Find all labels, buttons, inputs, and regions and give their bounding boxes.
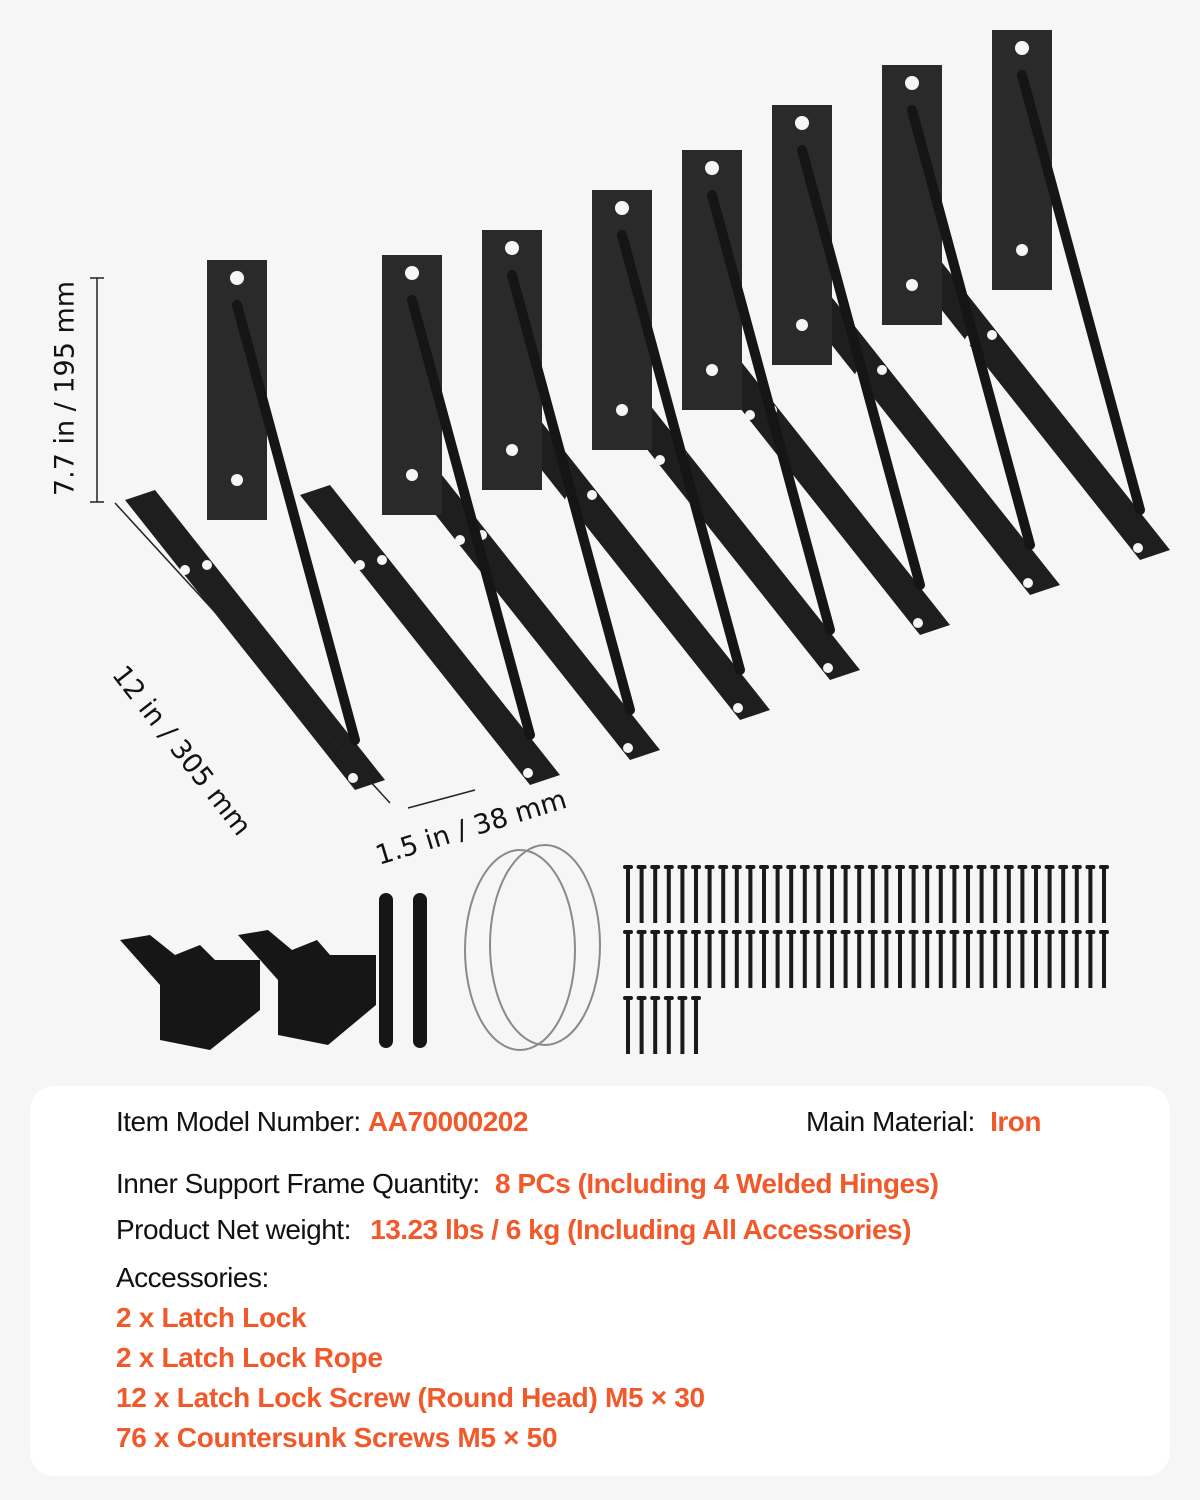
height-dimension-label: 7.7 in / 195 mm — [49, 280, 81, 497]
brackets-illustration — [90, 0, 1200, 1054]
width-dim-line — [407, 789, 476, 809]
weight-row: Product Net weight: 13.23 lbs / 6 kg (In… — [116, 1214, 911, 1246]
material-row: Main Material: Iron — [806, 1106, 1042, 1138]
model-label: Item Model Number: — [116, 1106, 361, 1137]
accessories-label: Accessories: — [116, 1262, 269, 1293]
accessory-item: 76 x Countersunk Screws M5 × 50 — [116, 1422, 558, 1453]
accessory-item: 2 x Latch Lock — [116, 1302, 307, 1333]
length-dim-line — [114, 502, 391, 804]
accessory-item: 12 x Latch Lock Screw (Round Head) M5 × … — [116, 1382, 705, 1413]
weight-value: 13.23 lbs / 6 kg (Including All Accessor… — [370, 1214, 911, 1245]
weight-label: Product Net weight: — [116, 1214, 351, 1245]
quantity-label: Inner Support Frame Quantity: — [116, 1168, 480, 1199]
product-image: 7.7 in / 195 mm 12 in / 305 mm 1.5 in / … — [49, 0, 1200, 1054]
accessory-item: 2 x Latch Lock Rope — [116, 1342, 383, 1373]
quantity-value: 8 PCs (Including 4 Welded Hinges) — [494, 1168, 939, 1199]
material-label: Main Material: — [806, 1106, 975, 1137]
quantity-row: Inner Support Frame Quantity: 8 PCs (Inc… — [116, 1168, 939, 1200]
material-value: Iron — [990, 1106, 1042, 1137]
model-value: AA70000202 — [367, 1106, 529, 1137]
model-row: Item Model Number: AA70000202 — [116, 1106, 528, 1138]
spec-card: Item Model Number: AA70000202 Main Mater… — [30, 1086, 1170, 1476]
